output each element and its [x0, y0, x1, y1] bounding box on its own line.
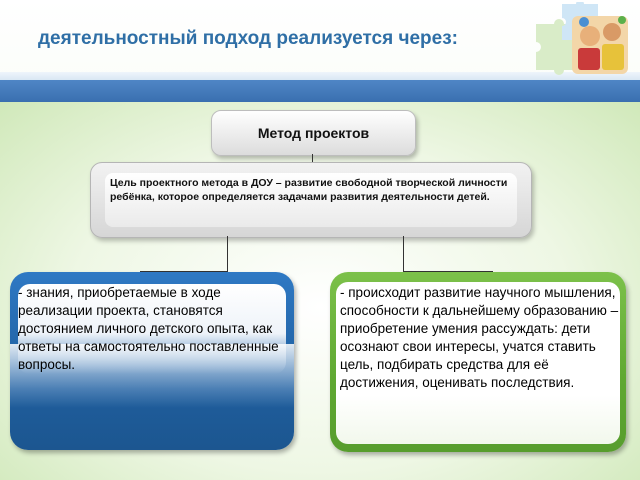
connector-right-vertical	[403, 236, 404, 272]
connector-left-vertical	[227, 236, 228, 272]
right-box-text: - происходит развитие научного мышления,…	[340, 285, 619, 390]
header-band-light	[0, 72, 640, 80]
right-box	[330, 272, 626, 452]
connector-method-goal	[312, 154, 313, 162]
puzzle-children-photo-icon	[536, 2, 628, 75]
goal-box	[90, 162, 532, 238]
left-box-text: - знания, приобретаемые в ходе реализаци…	[18, 285, 279, 372]
right-box-highlight	[336, 282, 620, 444]
slide-title: деятельностный подход реализуется через:	[38, 28, 459, 49]
connector-right-horizontal	[403, 271, 493, 272]
method-label: Метод проектов	[257, 125, 370, 141]
goal-inner	[105, 173, 517, 227]
goal-text: Цель проектного метода в ДОУ – развитие …	[110, 177, 508, 203]
header-band	[0, 80, 640, 102]
method-box: Метод проектов	[211, 110, 416, 156]
connector-left-horizontal	[140, 271, 228, 272]
left-box	[10, 272, 294, 450]
left-box-sheen	[10, 344, 294, 408]
